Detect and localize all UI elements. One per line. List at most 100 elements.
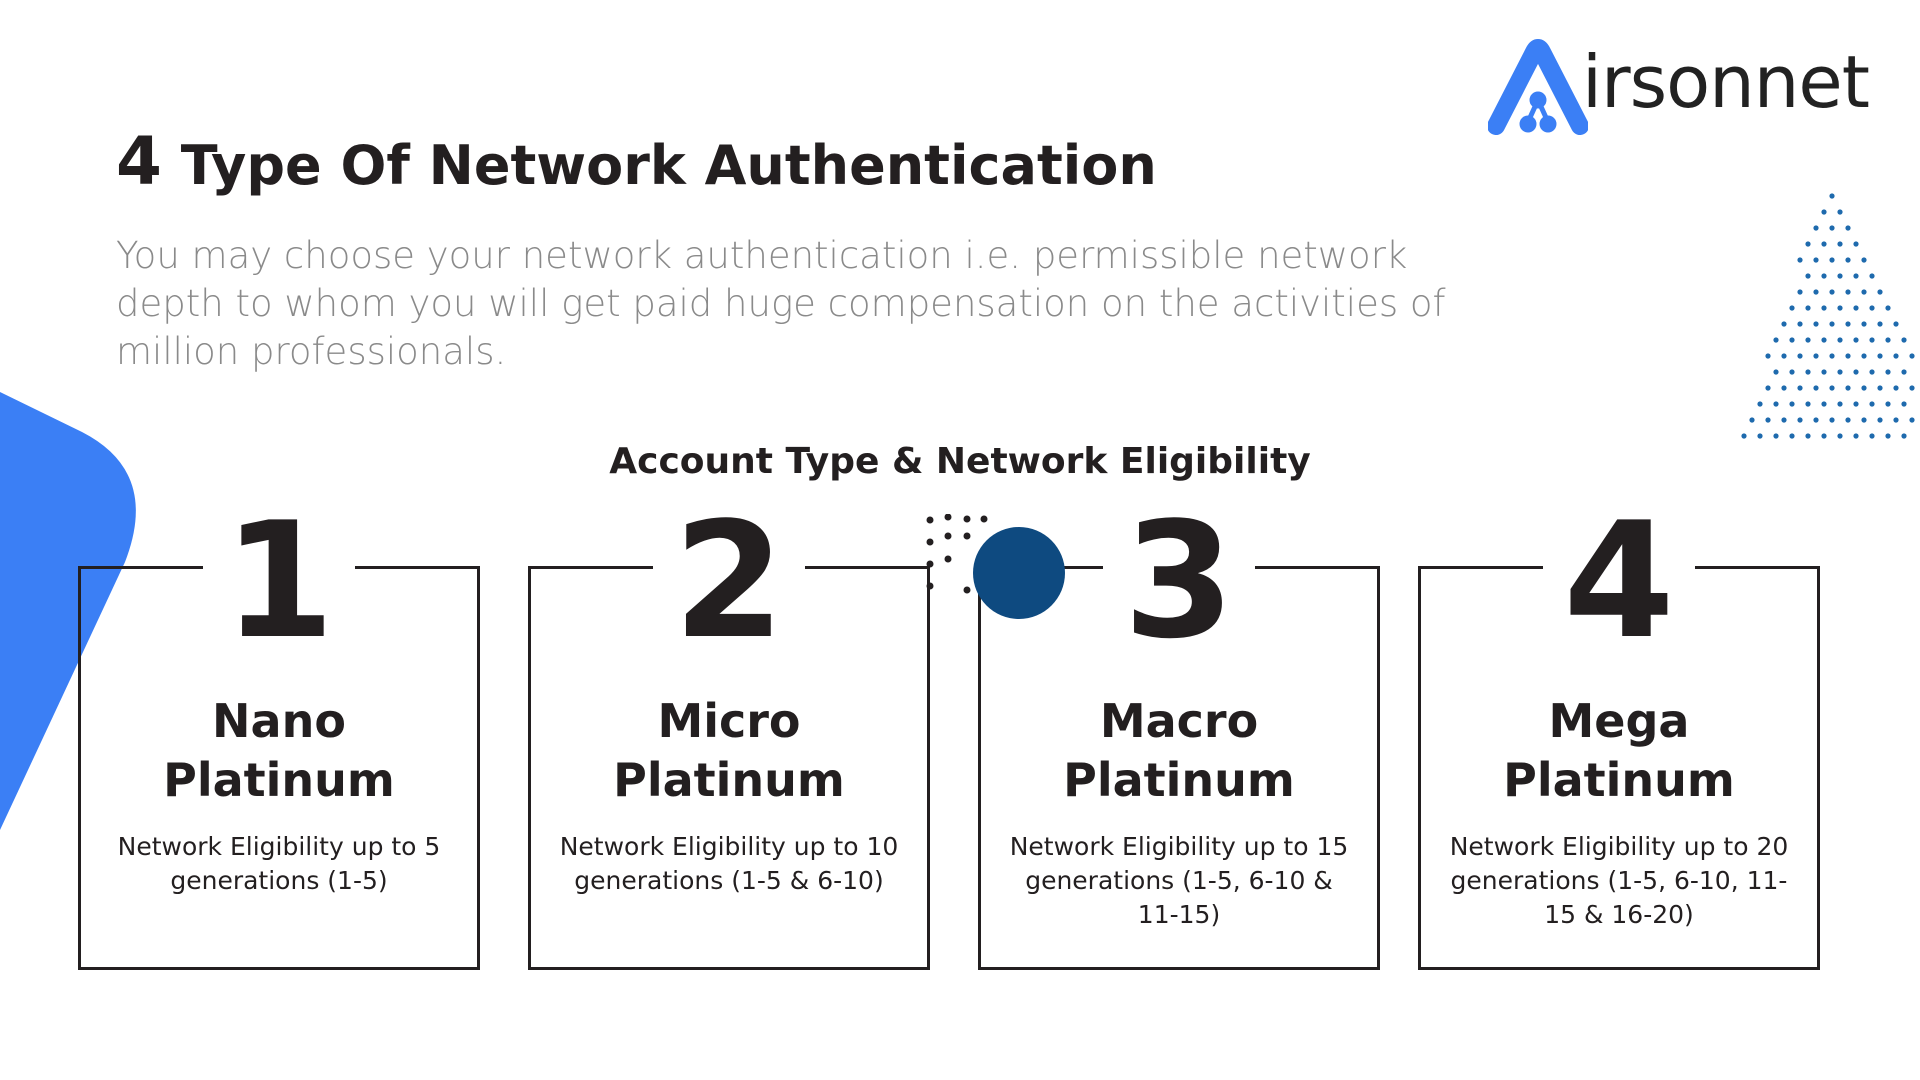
pattern-dot [1861,257,1867,263]
pattern-dot [1813,257,1819,263]
logo-wordmark: irsonnet [1582,40,1870,124]
pattern-dot [1757,433,1763,439]
card-number: 3 [1123,487,1235,674]
card-number: 2 [673,487,785,674]
pattern-dot [1797,417,1803,423]
dot-pattern-ring [926,514,988,594]
pattern-dot [1845,353,1851,359]
pattern-dot [1797,321,1803,327]
pattern-dot [1861,289,1867,295]
pattern-dot [1829,417,1835,423]
pattern-dot [1821,305,1827,311]
pattern-dot [1837,433,1843,439]
dot-pattern-triangle [1741,193,1915,439]
pattern-dot [1837,337,1843,343]
pattern-dot [1765,385,1771,391]
pattern-dot [1821,241,1827,247]
pattern-dot [1845,321,1851,327]
pattern-dot [1829,289,1835,295]
pattern-dot [1861,385,1867,391]
pattern-dot [1805,369,1811,375]
pattern-dot [1901,369,1907,375]
pattern-dot [1885,369,1891,375]
pattern-dot [1869,369,1875,375]
pattern-dot [1765,417,1771,423]
pattern-dot [1837,209,1843,215]
pattern-dot [1829,385,1835,391]
pattern-dot [1805,241,1811,247]
pattern-dot [1853,369,1859,375]
pattern-dot [1853,241,1859,247]
pattern-dot [1877,289,1883,295]
pattern-dot [1813,385,1819,391]
pattern-dot [1909,385,1915,391]
pattern-dot [1781,321,1787,327]
pattern-dot [1853,273,1859,279]
pattern-dot [1853,305,1859,311]
pattern-dot [1837,305,1843,311]
pattern-dot [1757,401,1763,407]
card-number: 4 [1563,487,1675,674]
pattern-dot [1789,401,1795,407]
pattern-dot [1877,417,1883,423]
card-title-line1: Nano [212,694,346,748]
pattern-dot [1797,385,1803,391]
pattern-dot [1773,369,1779,375]
pattern-dot [1741,433,1747,439]
pattern-dot [1861,321,1867,327]
pattern-dot [1845,385,1851,391]
card-title-line2: Platinum [1063,753,1295,807]
pattern-dot [1829,225,1835,231]
pattern-dot [1789,337,1795,343]
section-heading: Account Type & Network Eligibility [609,441,1311,482]
card-number: 1 [223,487,335,674]
pattern-dot [1893,385,1899,391]
card-title-line1: Macro [1099,694,1259,748]
pattern-dot [1901,337,1907,343]
pattern-dot [1869,401,1875,407]
pattern-dot [1773,337,1779,343]
pattern-dot [1877,321,1883,327]
title-number: 4 [116,123,162,200]
pattern-dot [1829,193,1835,199]
pattern-dot [1813,225,1819,231]
pattern-dot [1821,273,1827,279]
pattern-dot [1837,241,1843,247]
pattern-dot [1821,369,1827,375]
pattern-dot [1821,401,1827,407]
pattern-dot [1821,433,1827,439]
blue-dot-decoration [973,527,1065,619]
pattern-dot [1853,337,1859,343]
pattern-dot [1813,353,1819,359]
pattern-dot [1837,369,1843,375]
pattern-dot [1869,273,1875,279]
pattern-dot [1829,257,1835,263]
card-title-line1: Mega [1548,694,1690,748]
pattern-dot [1789,433,1795,439]
pattern-dot [1781,353,1787,359]
pattern-dot [1797,353,1803,359]
pattern-dot [1837,273,1843,279]
pattern-dot [1885,305,1891,311]
pattern-dot [1821,337,1827,343]
pattern-dot [1845,225,1851,231]
title-text: Type Of Network Authentication [180,134,1157,197]
pattern-dot [1789,369,1795,375]
pattern-dot [1853,401,1859,407]
card-description: Network Eligibility up to 20 generations… [1449,832,1789,929]
pattern-dot [1781,385,1787,391]
pattern-dot [1845,289,1851,295]
pattern-dot [1797,257,1803,263]
pattern-dot [1805,433,1811,439]
pattern-dot [1861,417,1867,423]
pattern-dot [1829,321,1835,327]
pattern-dot [1869,337,1875,343]
pattern-dot [1853,433,1859,439]
pattern-dot [1901,401,1907,407]
pattern-dot [1909,417,1915,423]
logo-a-icon [1488,39,1588,135]
